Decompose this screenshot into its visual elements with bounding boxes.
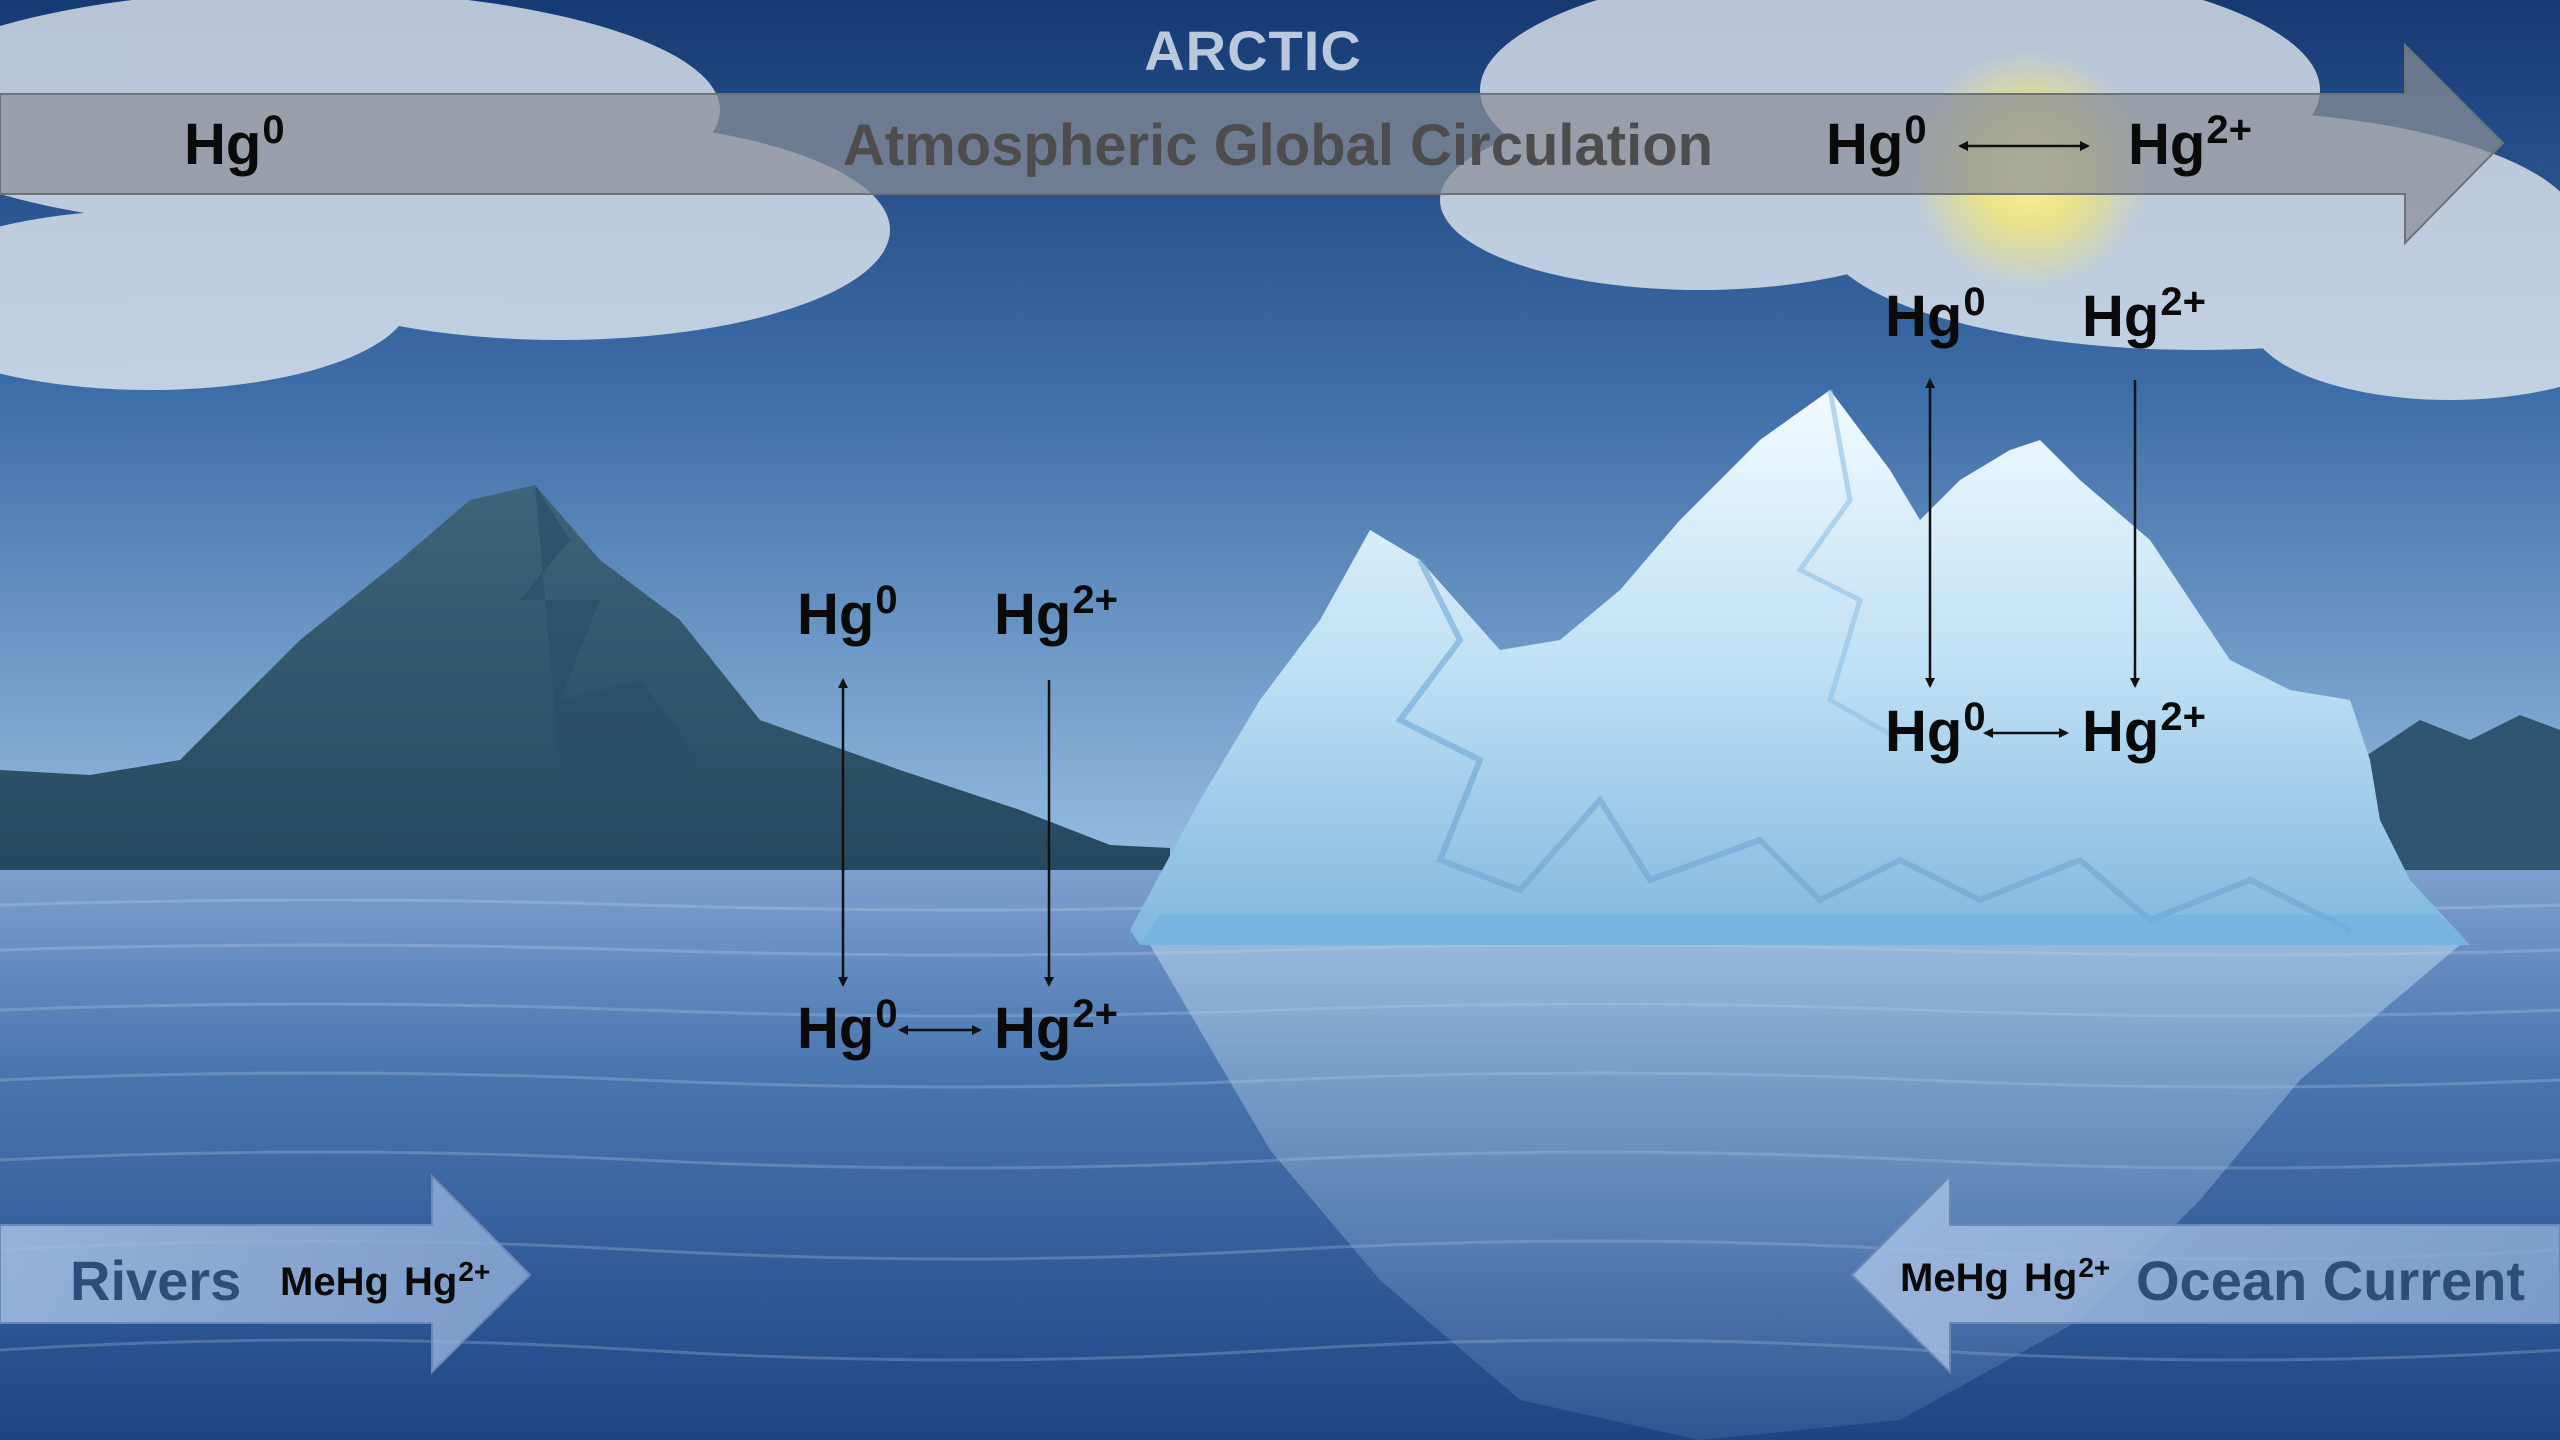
atm-hg2plus-right: Hg2+ (2128, 108, 2252, 177)
ocean-hg0: Hg0 (797, 992, 898, 1061)
atmospheric-flow-arrow (0, 42, 2505, 246)
rivers-hg2plus: Hg2+ (404, 1256, 491, 1304)
ocean-current-flow-arrow (1850, 1173, 2560, 1375)
rivers-flow-arrow (0, 1173, 532, 1375)
ocean-current-label: Ocean Current (2136, 1249, 2525, 1312)
rivers-mehg: MeHg (280, 1260, 389, 1304)
ocean-air-hg0: Hg0 (797, 578, 898, 647)
ice-air-hg0: Hg0 (1885, 280, 1986, 349)
ocean-hg2plus: Hg2+ (994, 992, 1118, 1061)
rivers-label: Rivers (70, 1249, 242, 1312)
ice-air-hg2plus: Hg2+ (2082, 280, 2206, 349)
atmospheric-circulation-label: Atmospheric Global Circulation (842, 113, 1714, 178)
region-title: ARCTIC (1144, 19, 1362, 82)
atm-hg0-right: Hg0 (1826, 108, 1927, 177)
ice-hg2plus: Hg2+ (2082, 695, 2206, 764)
ocean-air-hg2plus: Hg2+ (994, 578, 1118, 647)
ocean-current-hg2plus: Hg2+ (2024, 1252, 2111, 1300)
atm-hg0-left: Hg0 (184, 108, 285, 177)
ocean-current-mehg: MeHg (1900, 1256, 2009, 1300)
ice-hg0: Hg0 (1885, 695, 1986, 764)
